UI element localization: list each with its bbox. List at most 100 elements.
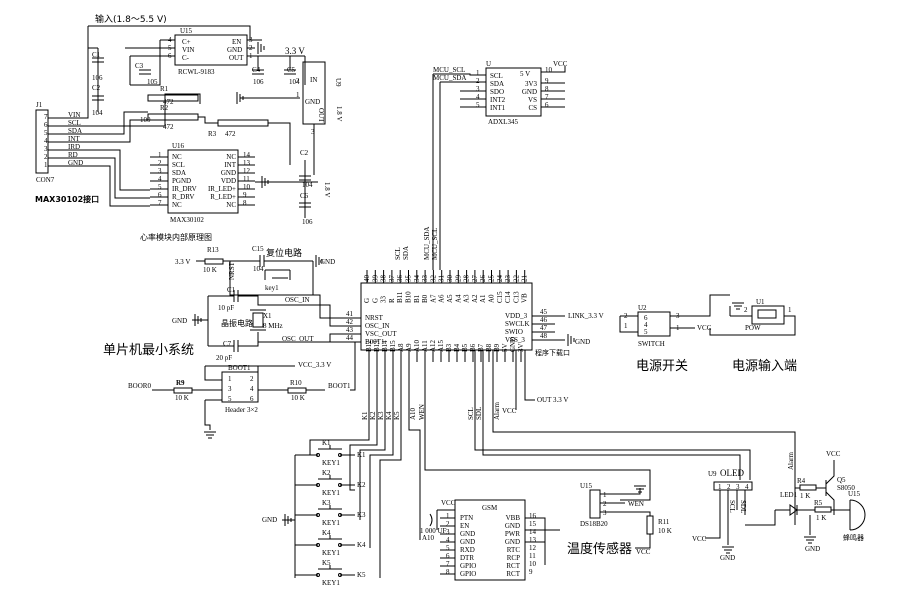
gsm-right-pin: GND: [505, 538, 520, 546]
key-name: KEY1: [322, 459, 340, 467]
alarm-bottom-net: Alarm: [493, 402, 501, 420]
pin-num: 4: [644, 321, 648, 329]
mcu-bottom-pin: B13: [373, 340, 381, 352]
mcu-bottom-pin: B12: [365, 340, 373, 352]
pin-num: 8: [446, 568, 450, 576]
led1-ref: LED1: [780, 491, 798, 499]
oled-box: [713, 481, 753, 491]
pin-num: 2: [296, 77, 300, 85]
c2-label: C2: [92, 84, 101, 92]
power-switch-label: 电源开关: [636, 359, 688, 374]
pin-num: 1: [788, 306, 792, 314]
c7-value: 20 pF: [216, 354, 232, 362]
u16-right-pin: R_LED+: [210, 193, 236, 201]
c15-value: 104: [253, 265, 264, 273]
keys-section: GND K1KEY1K1K2KEY1K2K3KEY1K3K4KEY1K4K5KE…: [262, 439, 366, 587]
r4-value: 1 K: [800, 492, 810, 500]
gsm-right-pin: RTC: [507, 546, 521, 554]
pin-num: 33: [421, 275, 429, 283]
pin-num: 5: [446, 544, 450, 552]
u1-ref: U1: [756, 298, 765, 306]
j1-ref: J1: [36, 101, 43, 109]
c15-label: C15: [252, 245, 264, 253]
pin-num: 1: [158, 151, 162, 159]
pin-num: 22: [512, 275, 520, 283]
pin-num: 28: [463, 275, 471, 283]
u19-pin-out: OUT: [317, 108, 325, 123]
pin-num: 7: [545, 93, 549, 101]
gsm-right-pin: RCT: [506, 562, 520, 570]
pin-num: 2: [603, 500, 607, 508]
u15-part: RCWL-9183: [178, 68, 215, 76]
u16-left-pin: NC: [172, 153, 182, 161]
mcu-bottom-pin: 3V: [517, 343, 525, 352]
u1-name: POW: [745, 324, 761, 332]
pin-num: 10: [529, 560, 537, 568]
pin-num: 42: [346, 318, 354, 326]
x1-ref: X1: [263, 312, 272, 320]
bottom-nets: K1 K2 K3 K4 K5 A10 WEN SCL SDL Alarm: [309, 350, 796, 578]
v18-label: 1.8 V: [323, 182, 331, 197]
pin-num: 5: [476, 101, 480, 109]
pin-num: 41: [346, 310, 354, 318]
gsm-left-pin: PTN: [460, 514, 473, 522]
k3-net: K3: [377, 411, 385, 420]
regulator-section: 输入(1.8～5.5 V) U15 C+ VIN C- EN GND OUT 4…: [87, 13, 343, 175]
gnd-keys: GND: [262, 516, 277, 524]
oled-label: OLED: [720, 468, 744, 478]
pin-num: 16: [529, 512, 537, 520]
boot-box: [221, 371, 259, 403]
mcu-min-system-label: 单片机最小系统: [103, 343, 194, 358]
adxl-left-pin: SDA: [490, 80, 504, 88]
pin-num: 1: [228, 375, 232, 383]
r10-body: [287, 387, 307, 394]
top-resistors: R1 472 R2 472 R3 472 100: [140, 85, 291, 165]
gnd-oled: GND: [720, 554, 735, 562]
r3-body: [217, 119, 269, 127]
gsm-title: GSM: [482, 504, 498, 512]
pin-num: 4: [476, 93, 480, 101]
pin-num: 3: [736, 483, 740, 491]
pin-num: 6: [446, 552, 450, 560]
pin-num: 2: [44, 153, 48, 161]
u15-ref: U15: [180, 27, 193, 35]
c2b-value: 104: [302, 181, 313, 189]
mcu-top-pin: C13: [512, 291, 520, 303]
mcu-top-pin: A4: [454, 294, 462, 303]
r-100-label: 100: [140, 116, 151, 124]
mcu-top-pin: G: [363, 298, 371, 303]
adxl-right-pin: VS: [528, 96, 537, 104]
mcu-bottom-pin: GND: [509, 337, 517, 352]
u16-left-pin: NC: [172, 201, 182, 209]
u16-left-pin: PGND: [172, 177, 191, 185]
a10-gsm: A10: [422, 534, 435, 542]
pin-num: 4: [158, 175, 162, 183]
pin-swclk: SWCLK: [505, 320, 530, 328]
input-voltage-label: 输入(1.8～5.5 V): [95, 13, 167, 25]
ds18-part: DS18B20: [580, 520, 608, 528]
pin-num: 8: [545, 85, 549, 93]
pin-num: 46: [540, 316, 548, 324]
vcc-ds18: VCC: [636, 548, 651, 556]
adxl345-chip: U ADXL345 5 V 10 VCC MCU_SCL MCU_SDA SCL…: [432, 60, 568, 270]
r9-body: [173, 387, 193, 394]
c6-label: C6: [300, 192, 309, 200]
r2-body: [147, 113, 199, 121]
pin-num: 2: [250, 375, 254, 383]
mcu-top-pin: B10: [405, 291, 413, 303]
svg-text:NRST: NRST: [228, 261, 236, 280]
key-net: K5: [357, 571, 366, 579]
pin-num: 4: [250, 385, 254, 393]
key-name: KEY1: [322, 549, 340, 557]
r11-body: [646, 515, 654, 535]
net-vin: VIN: [68, 111, 80, 119]
pin-num: 1: [296, 91, 300, 99]
pin-num: 43: [346, 326, 354, 334]
boot-header: BOOT1 1 3 5 2 4 6 Header 3×2 VCC_3.3 V B…: [128, 341, 361, 439]
pin-num: 5: [158, 183, 162, 191]
mcu-top-pin: A3: [463, 294, 471, 303]
pin-num: 21: [521, 275, 529, 283]
j1-connector: J1 CON7 7 6 5 4 3 2 1 VIN SCL SDA INT IR…: [35, 93, 201, 207]
pin-num: 34: [413, 275, 421, 283]
r13-body: [204, 258, 224, 265]
